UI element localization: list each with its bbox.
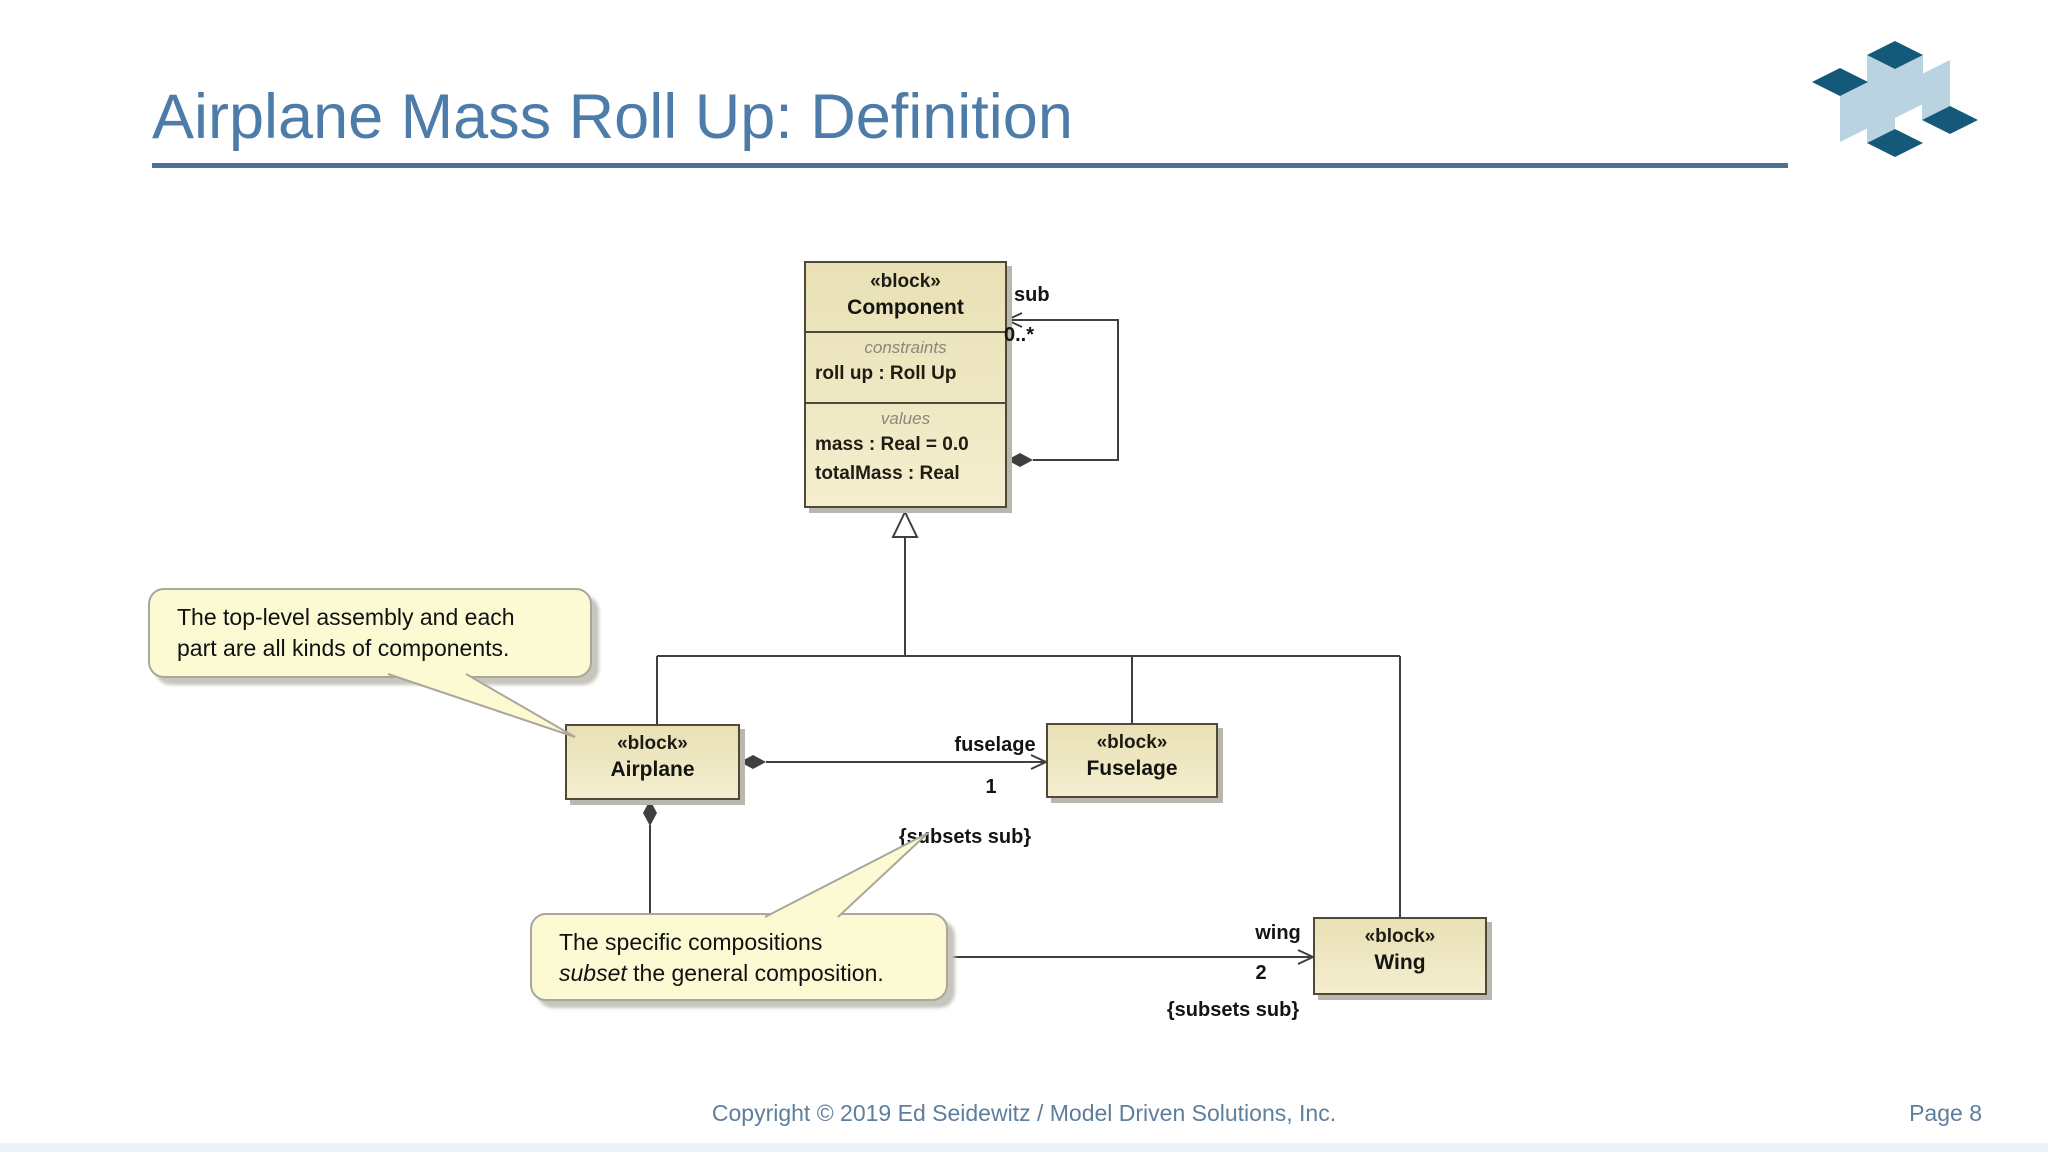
diamond-airplane-fuselage	[740, 755, 766, 769]
generalization-triangle	[891, 509, 919, 538]
callout-components-note: The top-level assembly and each part are…	[148, 588, 592, 678]
block-name: Wing	[1374, 951, 1426, 974]
diamond-component-self	[1007, 453, 1033, 467]
block-name: Component	[847, 296, 964, 319]
multiplicity-fuselage: 1	[985, 776, 997, 798]
constraint-subsets-wing: {subsets sub}	[1166, 999, 1300, 1021]
title-underline	[152, 163, 1788, 168]
block-name: Airplane	[610, 758, 695, 781]
page-title: Airplane Mass Roll Up: Definition	[152, 82, 1073, 152]
block-component: «block» Component constraints roll up : …	[804, 261, 1007, 508]
block-name: Fuselage	[1086, 757, 1178, 780]
value-mass: mass : Real = 0.0	[815, 434, 969, 455]
footer-page-number: Page 8	[1909, 1100, 1982, 1126]
constraint-subsets-fuselage: {subsets sub}	[898, 826, 1032, 848]
stereotype-label: «block»	[870, 271, 941, 292]
constraints-compartment-label: constraints	[864, 338, 947, 357]
stereotype-label: «block»	[1364, 926, 1436, 947]
bottom-edge-strip	[0, 1143, 2048, 1152]
multiplicity-sub: 0..*	[1004, 324, 1035, 346]
constraint-rollup: roll up : Roll Up	[815, 363, 957, 384]
self-composition-line	[1007, 319, 1119, 461]
multiplicity-wing: 2	[1255, 962, 1267, 984]
callout-line: The specific compositions	[559, 929, 823, 955]
stereotype-label: «block»	[617, 733, 688, 754]
values-compartment: values mass : Real = 0.0 totalMass : Rea…	[806, 402, 1005, 488]
arrowhead-sub	[1004, 312, 1023, 328]
callout-line: part are all kinds of components.	[177, 635, 510, 661]
role-label-fuselage: fuselage	[954, 734, 1036, 756]
block-fuselage: «block» Fuselage	[1046, 723, 1218, 798]
diamond-airplane-wing	[643, 800, 657, 826]
values-compartment-label: values	[880, 409, 931, 428]
callout-italic-word: subset	[559, 960, 627, 986]
stereotype-label: «block»	[1096, 732, 1168, 753]
block-airplane: «block» Airplane	[565, 724, 740, 800]
company-logo-icon	[1812, 41, 1978, 157]
footer-copyright: Copyright © 2019 Ed Seidewitz / Model Dr…	[711, 1100, 1337, 1126]
block-wing: «block» Wing	[1313, 917, 1487, 995]
callout-line: subset the general composition.	[559, 958, 946, 989]
callout-subsets-note: The specific compositions subset the gen…	[530, 913, 948, 1001]
callout-line-rest: the general composition.	[626, 960, 884, 986]
block-component-header: «block» Component	[806, 263, 1005, 322]
constraints-compartment: constraints roll up : Roll Up	[806, 331, 1005, 402]
callout-line: The top-level assembly and each	[177, 604, 515, 630]
role-label-sub: sub	[1014, 284, 1050, 306]
value-totalmass: totalMass : Real	[815, 463, 960, 484]
role-label-wing: wing	[1255, 922, 1301, 944]
